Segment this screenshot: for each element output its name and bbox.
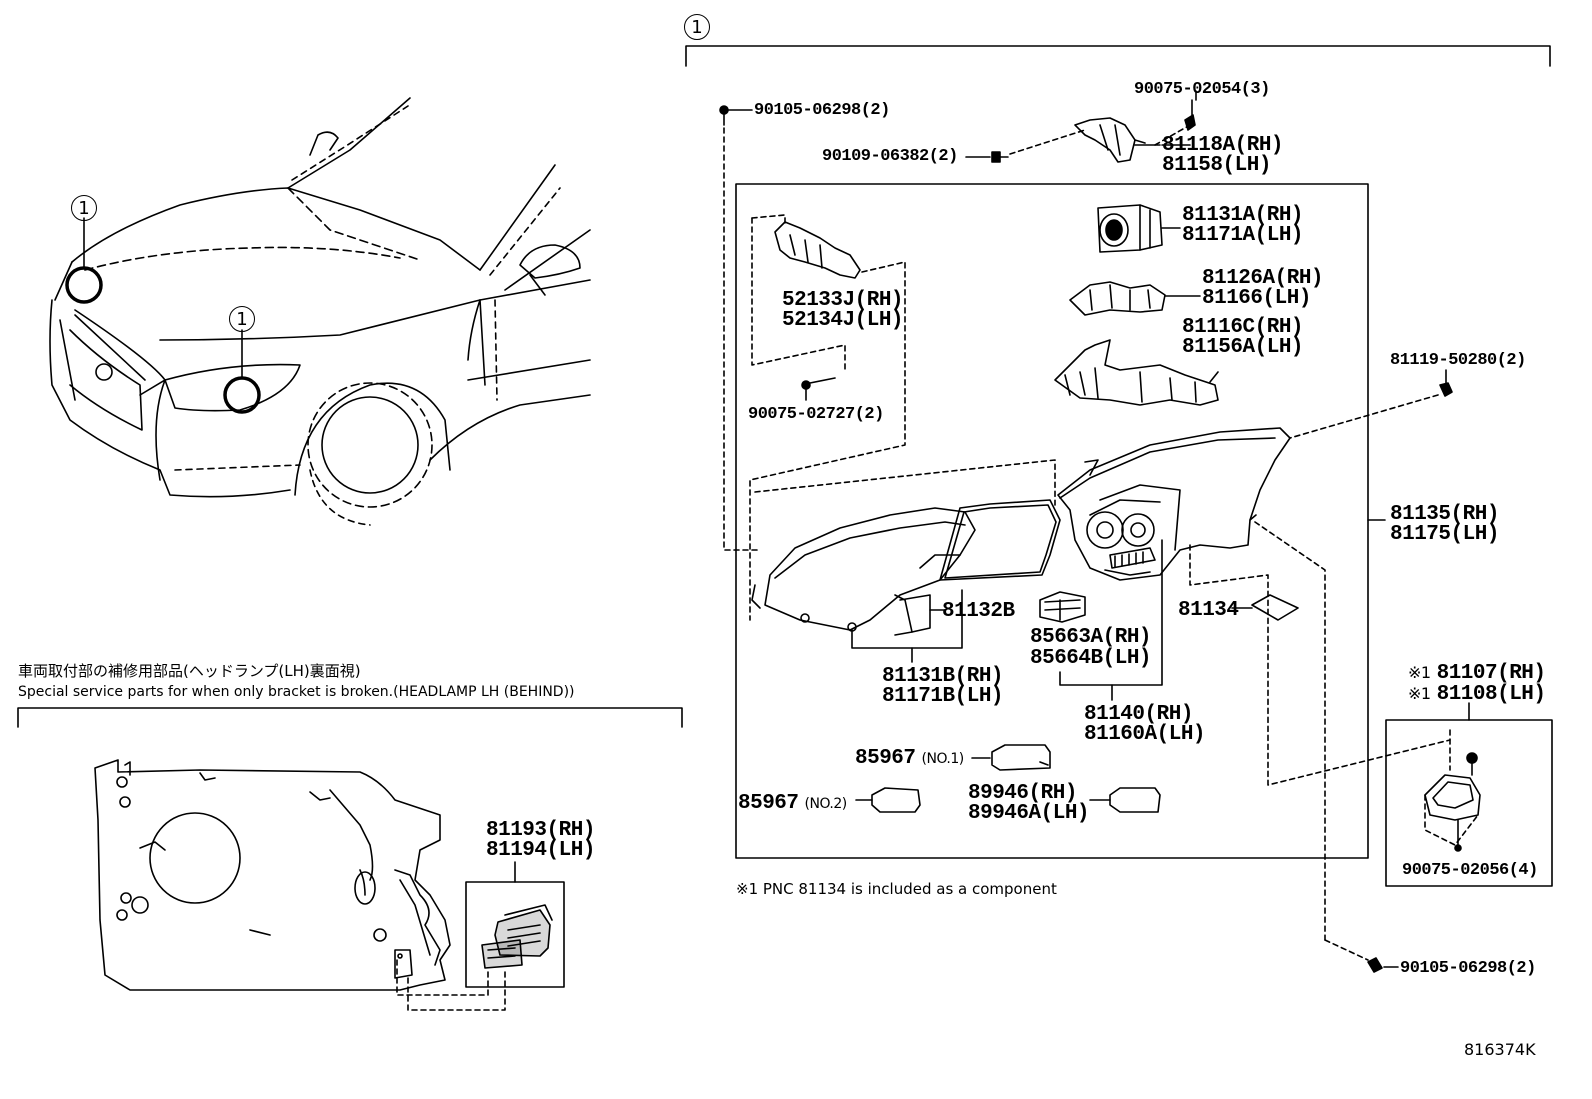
label-81156A[interactable]: 81156A(LH) [1182,336,1304,359]
bracket-52133J [749,214,906,621]
inner-assembly-box [735,183,1369,859]
label-85967-no2[interactable]: 85967 (NO.2) [738,793,847,815]
headlamp-rear-view [94,759,451,991]
label-85967-no1-sub: (NO.1) [921,751,965,767]
label-89946[interactable]: 89946(RH) [968,782,1077,805]
cover-81134 [1231,594,1299,621]
label-85967-no1[interactable]: 85967 (NO.1) [855,748,964,770]
label-81171B[interactable]: 81171B(LH) [882,685,1004,708]
screw-90105-bottom [1324,939,1399,973]
label-81119-50280[interactable]: 81119-50280(2) [1390,351,1526,370]
label-52133J[interactable]: 52133J(RH) [782,289,904,312]
label-85967-text: 85967 [855,747,916,770]
label-81158[interactable]: 81158(LH) [1162,154,1271,177]
label-81126A[interactable]: 81126A(RH) [1202,267,1324,290]
label-81194[interactable]: 81194(LH) [486,839,595,862]
label-81171A[interactable]: 81171A(LH) [1182,224,1304,247]
label-90109-06382[interactable]: 90109-06382(2) [822,147,958,166]
label-81134[interactable]: 81134 [1178,599,1239,622]
label-81166[interactable]: 81166(LH) [1202,287,1311,310]
screw-90105-top [719,105,761,551]
label-81135[interactable]: 81135(RH) [1390,503,1499,526]
gasket [939,499,1061,581]
label-81160A[interactable]: 81160A(LH) [1084,723,1206,746]
label-89946A[interactable]: 89946A(LH) [968,802,1090,825]
label-90075-02054[interactable]: 90075-02054(3) [1134,80,1270,99]
assembly-frame-bracket [685,45,1551,67]
label-90105-06298-bottom[interactable]: 90105-06298(2) [1400,959,1536,978]
lens-81132B [751,459,1056,636]
headlamp-housing-81135 [1057,427,1451,941]
housing-81116C [1054,339,1219,406]
screw-90109 [965,129,1086,163]
ecu-85967-no2 [855,787,921,813]
label-81131B[interactable]: 81131B(RH) [882,665,1004,688]
label-81108[interactable]: ※1 81108(LH) [1408,683,1546,705]
label-52134J[interactable]: 52134J(LH) [782,309,904,332]
car-front-illustration [49,97,591,526]
label-81107[interactable]: ※1 81107(RH) [1408,662,1546,684]
label-85967-text: 85967 [738,792,799,815]
mark-note-1: ※1 [1408,684,1431,703]
leader-81131B [851,589,963,663]
footnote: ※1 PNC 81134 is included as a component [736,880,1057,898]
label-81132B[interactable]: 81132B [942,600,1015,623]
label-81131A[interactable]: 81131A(RH) [1182,204,1304,227]
bracket-81118A [1074,99,1196,163]
screw-81119 [1289,369,1453,439]
label-90105-06298-top[interactable]: 90105-06298(2) [754,101,890,120]
reflector-81126A [1069,281,1201,316]
ecu-89946 [1089,787,1161,813]
label-90075-02056[interactable]: 90075-02056(4) [1402,861,1538,880]
ballast-box-81107 [1385,702,1553,887]
service-parts-title-en: Special service parts for when only brac… [18,684,575,700]
callout-1-car-left: 1 [71,195,97,221]
label-85967-no2-sub: (NO.2) [804,796,848,812]
service-section-frame [17,707,683,728]
bracket-kit-box [396,861,565,1011]
service-parts-title-jp: 車両取付部の補修用部品(ヘッドランプ(LH)裏面視) [18,662,361,680]
callout-1-top: 1 [684,14,710,40]
ecu-85967-no1 [971,744,1051,771]
label-90075-02727[interactable]: 90075-02727(2) [748,405,884,424]
screw-90075-02727 [801,377,836,401]
projector-81131A [1097,204,1181,253]
label-81193[interactable]: 81193(RH) [486,819,595,842]
label-81108-text: 81108(LH) [1436,683,1546,706]
label-85664B[interactable]: 85664B(LH) [1030,647,1152,670]
label-81118A[interactable]: 81118A(RH) [1162,134,1284,157]
mark-note-1: ※1 [1408,663,1431,682]
label-81116C[interactable]: 81116C(RH) [1182,316,1304,339]
module-85663A [1039,539,1163,701]
callout-1-car-center: 1 [229,306,255,332]
label-81107-text: 81107(RH) [1436,662,1546,685]
label-85663A[interactable]: 85663A(RH) [1030,626,1152,649]
label-81175[interactable]: 81175(LH) [1390,523,1499,546]
diagram-id: 816374K [1464,1040,1536,1059]
label-81140[interactable]: 81140(RH) [1084,703,1193,726]
